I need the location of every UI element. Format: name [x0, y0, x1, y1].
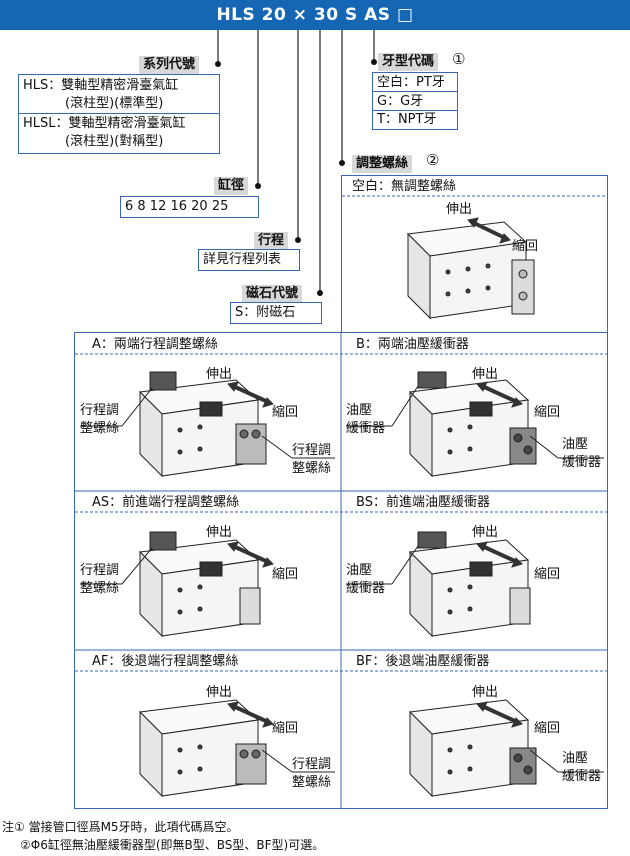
thread-title: 牙型代碼	[378, 53, 439, 71]
bore-title: 缸徑	[214, 177, 249, 195]
thread-opt-blank: 空白：PT牙	[377, 75, 445, 90]
as-adj-2: 整螺絲	[80, 581, 120, 596]
panel-blank-title: 空白：無調整螺絲	[352, 179, 457, 194]
magnet-dot	[317, 290, 323, 296]
stroke-box: 詳見行程列表	[198, 249, 300, 271]
a-adj-right-2: 整螺絲	[292, 461, 332, 476]
a-adj-left-1: 行程調	[80, 403, 120, 418]
a-adj-left-2: 整螺絲	[80, 421, 120, 436]
bs-retract-label: 縮回	[534, 567, 561, 582]
magnet-value: S：附磁石	[235, 305, 296, 320]
series-hlsl-line1: HLSL：雙軸型精密滑臺氣缸	[23, 116, 186, 131]
panel-bf-title: BF：後退端油壓緩衝器	[356, 654, 490, 669]
a-extend-label: 伸出	[206, 367, 233, 382]
series-box: HLS：雙軸型精密滑臺氣缸 (滾柱型)(標準型) HLSL：雙軸型精密滑臺氣缸 …	[18, 74, 220, 154]
magnet-title: 磁石代號	[242, 285, 303, 303]
b-shock-left-2: 緩衝器	[346, 421, 386, 436]
bf-extend-label: 伸出	[472, 685, 499, 700]
b-retract-label: 縮回	[534, 405, 561, 420]
a-adj-right-1: 行程調	[292, 443, 332, 458]
adjust-title: 調整螺絲	[352, 155, 413, 173]
thread-opt-t: T：NPT牙	[377, 112, 437, 127]
panel-as-title: AS：前進端行程調整螺絲	[92, 495, 240, 510]
bf-retract-label: 縮回	[534, 721, 561, 736]
slide-table-blank	[406, 221, 535, 320]
header-bar	[0, 0, 630, 30]
b-shock-right-2: 緩衝器	[562, 455, 602, 470]
blank-retract-label: 縮回	[512, 239, 539, 254]
thread-note-mark: ①	[452, 50, 466, 68]
af-retract-label: 縮回	[272, 721, 299, 736]
b-shock-left-1: 油壓	[346, 403, 373, 418]
series-title: 系列代號	[139, 56, 200, 74]
stroke-title: 行程	[254, 232, 289, 250]
series-hls-line2: (滾柱型)(標準型)	[65, 96, 164, 111]
stroke-dot	[295, 237, 301, 243]
slide-table-bf	[408, 699, 537, 798]
as-retract-label: 縮回	[272, 567, 299, 582]
panel-af-title: AF：後退端行程調整螺絲	[92, 654, 239, 669]
series-dot	[215, 61, 221, 67]
series-hls-line1: HLS：雙軸型精密滑臺氣缸	[23, 78, 179, 93]
panel-a-title: A：兩端行程調整螺絲	[92, 337, 218, 352]
adjust-dot	[339, 160, 345, 166]
bs-shock-1: 油壓	[346, 563, 373, 578]
bf-shock-1: 油壓	[562, 751, 589, 766]
bf-shock-2: 緩衝器	[562, 769, 602, 784]
series-hlsl-line2: (滾柱型)(對稱型)	[65, 134, 164, 149]
thread-opt-g: G：G牙	[377, 94, 424, 109]
af-extend-label: 伸出	[206, 685, 233, 700]
b-shock-right-1: 油壓	[562, 437, 589, 452]
slide-table-af	[138, 699, 267, 798]
bore-values: 6 8 12 16 20 25	[125, 199, 229, 214]
as-adj-1: 行程調	[80, 563, 120, 578]
slide-table-a	[138, 371, 267, 478]
b-extend-label: 伸出	[472, 367, 499, 382]
bs-shock-2: 緩衝器	[346, 581, 386, 596]
slide-table-bs	[408, 531, 531, 638]
af-adj-2: 整螺絲	[292, 775, 332, 790]
bs-extend-label: 伸出	[472, 525, 499, 540]
magnet-box: S：附磁石	[230, 302, 322, 324]
thread-dot	[371, 59, 377, 65]
stroke-value: 詳見行程列表	[203, 252, 282, 267]
slide-table-b	[408, 371, 537, 478]
af-adj-1: 行程調	[292, 757, 332, 772]
slide-table-as	[138, 531, 261, 638]
adjust-note-mark: ②	[426, 151, 440, 169]
bore-box: 6 8 12 16 20 25	[120, 196, 259, 218]
panel-bs-title: BS：前進端油壓緩衝器	[356, 495, 490, 510]
a-retract-label: 縮回	[272, 405, 299, 420]
blank-extend-label: 伸出	[446, 202, 473, 217]
footnote-1: 注① 當接管口徑爲M5牙時，此項代碼爲空。	[2, 820, 239, 834]
model-code: HLS 20 × 30 S AS □	[216, 5, 414, 25]
footnote-2: ②Φ6缸徑無油壓緩衝器型(即無B型、BS型、BF型)可選。	[20, 838, 325, 852]
thread-box: 空白：PT牙 G：G牙 T：NPT牙	[372, 72, 458, 130]
bore-dot	[255, 183, 261, 189]
panel-b-title: B：兩端油壓緩衝器	[356, 337, 469, 352]
as-extend-label: 伸出	[206, 525, 233, 540]
